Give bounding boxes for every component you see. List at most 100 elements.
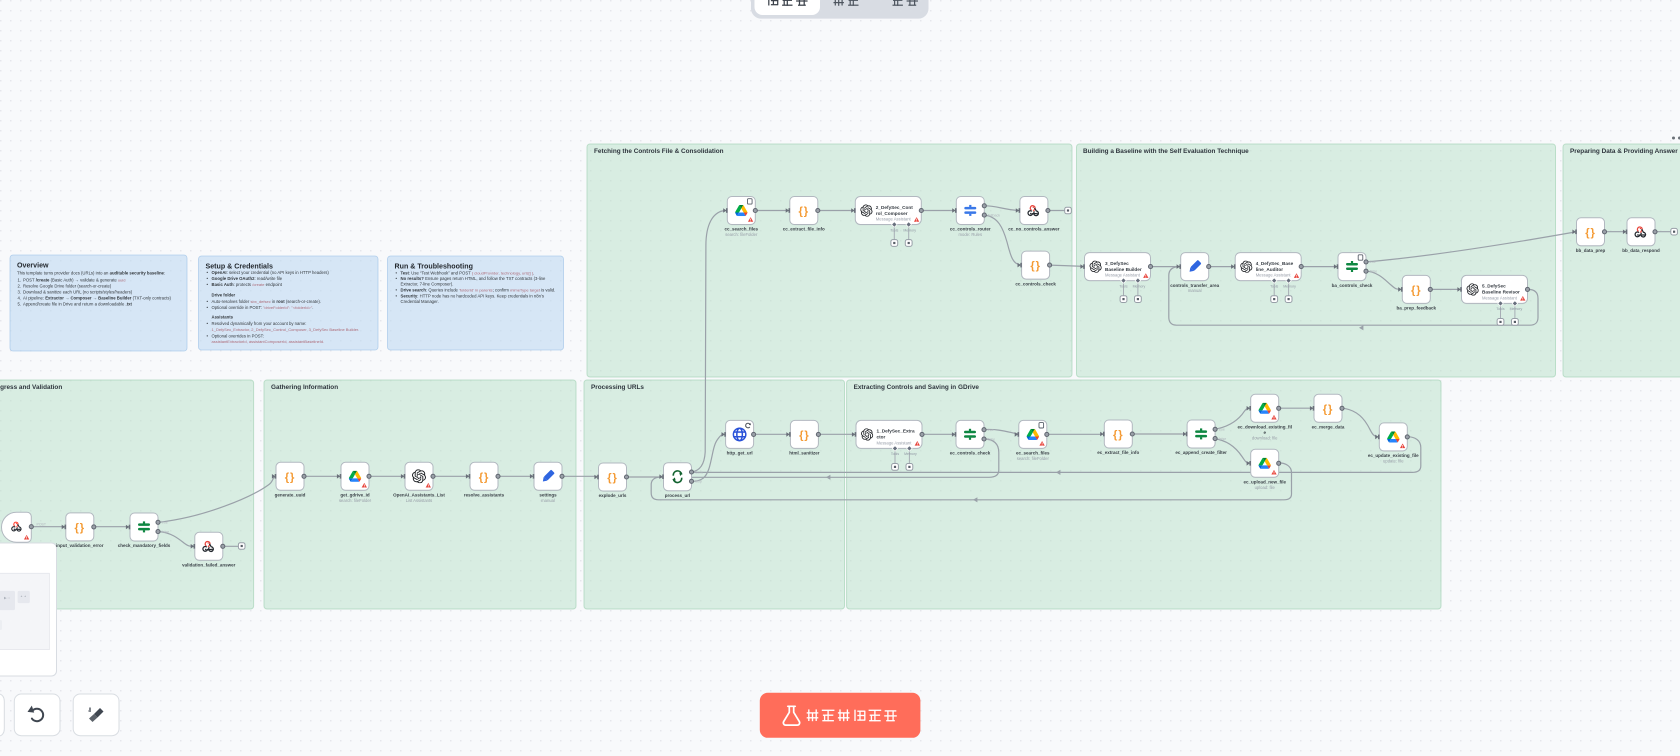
svg-text:Memory: Memory [1510,307,1523,311]
svg-text:false: false [1219,437,1227,441]
svg-text:cc_controls_router: cc_controls_router [950,227,991,232]
svg-text:ec_extract_file_info: ec_extract_file_info [1097,450,1139,455]
svg-text:•: • [207,321,209,326]
svg-text:ba_controls_check: ba_controls_check [1332,283,1373,288]
svg-text:update: file: update: file [1383,459,1404,464]
svg-text:•: • [207,299,209,304]
svg-text:Tools: Tools [1270,284,1278,288]
svg-text:ec_download_existing_fil: ec_download_existing_fil [1237,425,1292,430]
svg-text:5.: 5. [18,302,22,307]
svg-text:Memory: Memory [903,228,916,232]
svg-text:manual: manual [541,498,555,503]
svg-text:search: fileFolder: search: fileFolder [725,232,758,237]
svg-text:Basic Auth: protects /create e: Basic Auth: protects /create endpoint [212,282,283,287]
svg-text:ctor: ctor [877,435,886,440]
svg-text:•: • [207,282,209,287]
svg-text:{}: {} [607,472,618,484]
svg-text:search: fileFolder: search: fileFolder [1017,456,1050,461]
svg-text:{}: {} [75,522,86,534]
svg-text:AI pipeline: Extractor → Compo: AI pipeline: Extractor → Composer → Base… [23,296,171,301]
svg-text:{}: {} [799,205,810,217]
svg-text:Setup & Credentials: Setup & Credentials [206,263,273,271]
svg-text:Optional override in POST: "dr: Optional override in POST: "driveFolderI… [212,305,314,310]
svg-text:line_Auditor: line_Auditor [1256,267,1284,272]
svg-text:true: true [988,428,994,432]
svg-text:Message Assistant: Message Assistant [1482,295,1518,300]
svg-text:Gathering Information: Gathering Information [271,384,338,391]
svg-text:Extractor, 7-line Composer).: Extractor, 7-line Composer). [401,282,454,287]
svg-text:fallback: fallback [988,213,1000,217]
svg-text:resolve_assistants: resolve_assistants [464,493,505,498]
svg-text:http_get_url: http_get_url [727,451,753,456]
svg-text:loop: loop [695,480,702,484]
svg-text:check_mandatory_fields: check_mandatory_fields [118,543,171,548]
svg-text:validation_failed_answer: validation_failed_answer [182,563,236,568]
svg-text:bb_data_prep: bb_data_prep [1576,248,1606,253]
svg-text:{}: {} [479,471,490,483]
svg-text:done: done [695,470,703,474]
svg-text:Message Assistant: Message Assistant [1105,273,1141,278]
svg-text:Append/create file in Drive an: Append/create file in Drive and return a… [23,302,133,307]
svg-text:controls_transfer_area: controls_transfer_area [1170,283,1219,288]
svg-text:{}: {} [799,429,810,441]
svg-text:3_DefySec: 3_DefySec [1105,261,1129,266]
svg-text:Tools: Tools [1119,284,1127,288]
svg-text:ec_merge_data: ec_merge_data [1312,425,1345,430]
svg-text:generate_uuid: generate_uuid [275,493,306,498]
svg-text:•: • [396,288,398,293]
svg-text:ec_update_existing_file: ec_update_existing_file [1368,453,1419,458]
svg-text:Tools: Tools [890,228,898,232]
svg-text:Test: Use “Test Webhook” and P: Test: Use “Test Webhook” and POST { clou… [401,270,535,275]
svg-text:rol_Composer: rol_Composer [876,211,908,216]
svg-text:2.: 2. [18,284,22,289]
svg-text:4_DefySec_Base: 4_DefySec_Base [1256,261,1294,266]
svg-text:false: false [988,437,996,441]
svg-text:List Assistants: List Assistants [406,498,433,503]
svg-text:•: • [207,276,209,281]
svg-text:{}: {} [1411,284,1422,296]
svg-text:Security: HTTP node has no har: Security: HTTP node has no hardcoded API… [401,294,545,299]
svg-text:•: • [207,333,209,338]
svg-text:cc_search_files: cc_search_files [725,227,759,232]
svg-text:▲ ▲: ▲ ▲ [20,594,27,598]
svg-text:Fetching the Controls File & C: Fetching the Controls File & Consolidati… [594,148,724,155]
svg-text:Resolved dynamically from your: Resolved dynamically from your account b… [212,321,307,326]
svg-text:Message Assistant: Message Assistant [877,440,913,445]
svg-text:Extracting Controls and Saving: Extracting Controls and Saving in GDrive [854,384,980,391]
svg-text:cc_extract_file_info: cc_extract_file_info [783,227,825,232]
svg-text:•: • [207,270,209,275]
svg-text:1_DefySec_Extra: 1_DefySec_Extra [877,429,915,434]
svg-text:ec_search_files: ec_search_files [1016,451,1050,456]
svg-text:true: true [1370,260,1376,264]
svg-text:POST /create (Basic Auth) → va: POST /create (Basic Auth) → validate & g… [23,278,125,283]
svg-text:ec_append_create_filter: ec_append_create_filter [1175,450,1227,455]
svg-text:4.: 4. [18,296,22,301]
svg-text:Drive search: Queries include: Drive search: Queries include 'folderId'… [401,288,556,293]
svg-text:OpenAI_Assistants_List: OpenAI_Assistants_List [393,493,445,498]
svg-text:•: • [396,276,398,281]
svg-text:cc_controls_check: cc_controls_check [1015,281,1056,286]
svg-text:Tools: Tools [1496,307,1504,311]
svg-text:false: false [162,530,170,534]
svg-text:•: • [207,305,209,310]
svg-text:Run & Troubleshooting: Run & Troubleshooting [395,263,473,271]
svg-text:ec_upload_new_file: ec_upload_new_file [1243,480,1286,485]
svg-text:{}: {} [1323,403,1334,415]
svg-text:input_validation_error: input_validation_error [56,543,104,548]
svg-text:get_gdrive_id: get_gdrive_id [340,493,370,498]
svg-text:Processing URLs: Processing URLs [591,384,644,391]
svg-text:e: e [1263,430,1266,435]
svg-text:ec_controls_check: ec_controls_check [950,451,991,456]
svg-text:Assistants: Assistants [212,315,234,320]
svg-text:upload: file: upload: file [1255,485,1276,490]
svg-text:2_DefySec_Cont: 2_DefySec_Cont [876,205,913,210]
svg-text:Credential Manager.: Credential Manager. [401,299,439,304]
svg-text:▶ :::: ▶ ::: [4,596,10,600]
svg-text:Preparing Data & Providing Ans: Preparing Data & Providing Answer [1570,148,1678,155]
svg-text:Baseline Builder: Baseline Builder [1105,267,1142,272]
svg-text:POST: POST [37,522,47,526]
svg-text:Message Assistant: Message Assistant [876,217,912,222]
svg-text:explode_urls: explode_urls [599,493,627,498]
svg-text:download: file: download: file [1252,435,1278,440]
svg-text:{}: {} [1585,227,1596,239]
